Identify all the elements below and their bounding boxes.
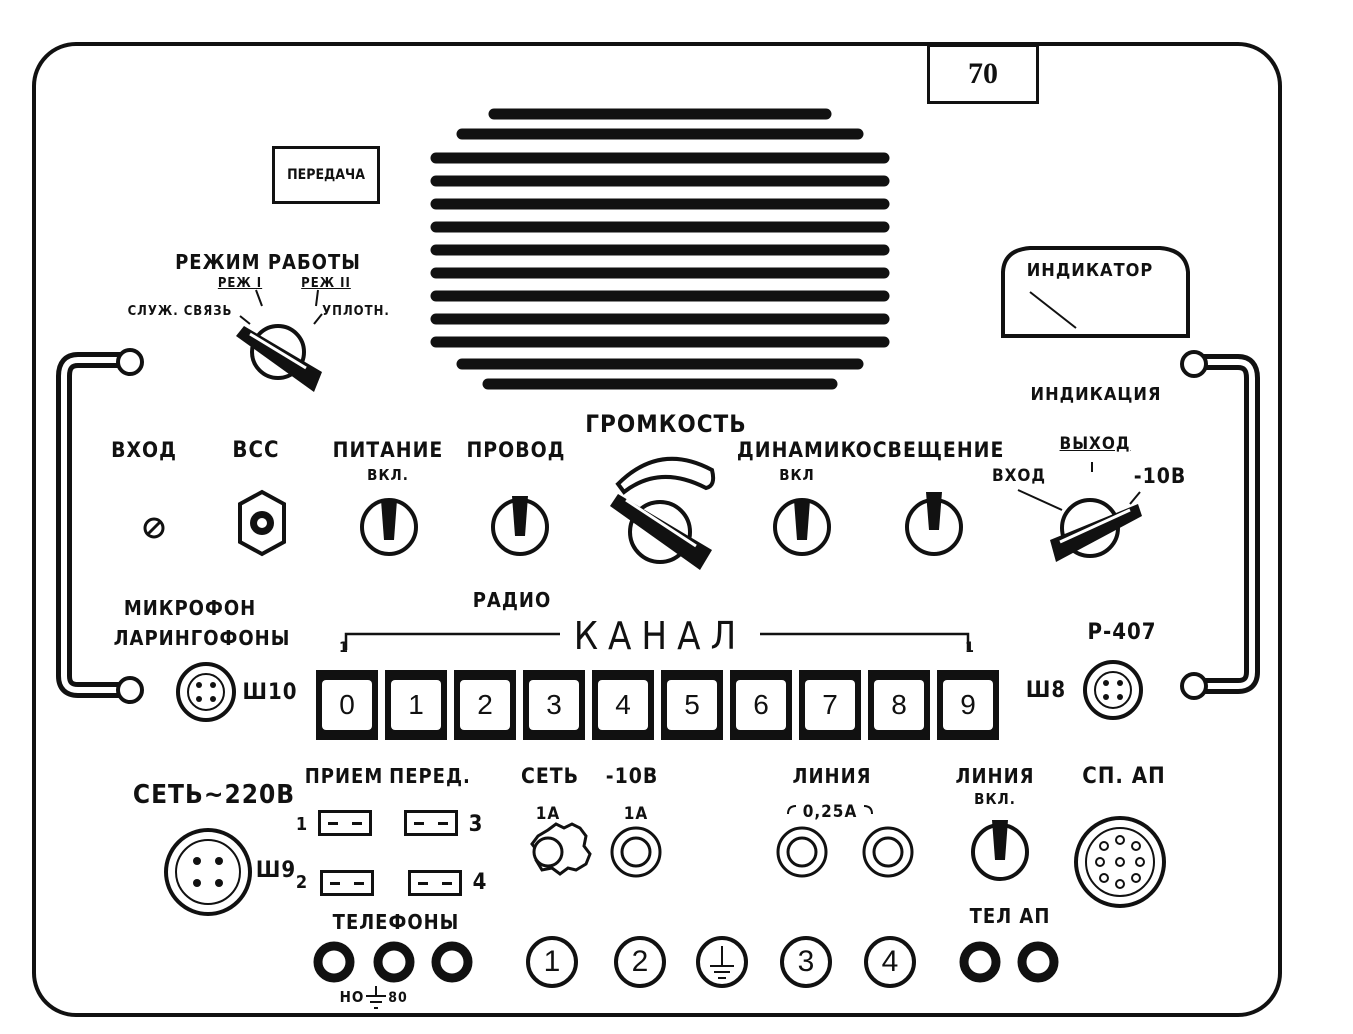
- telephones-label: ТЕЛЕФОНЫ: [332, 910, 460, 934]
- fuse-1[interactable]: [318, 810, 372, 836]
- page-number: 70: [927, 44, 1039, 104]
- input-label: ВХОД: [111, 438, 177, 462]
- transmit-indicator: ПЕРЕДАЧА: [272, 146, 380, 204]
- mains-label: СЕТЬ~220В: [132, 780, 296, 810]
- tel-ap-label: ТЕЛ АП: [969, 904, 1051, 928]
- transmit-short-label: ПЕРЕД.: [389, 764, 471, 788]
- receive-label: ПРИЕМ: [304, 764, 384, 788]
- channel-key-9[interactable]: 9: [937, 670, 999, 740]
- channel-key-0[interactable]: 0: [316, 670, 378, 740]
- connector-sp-ap: [1074, 816, 1166, 908]
- service-link-label: СЛУЖ. СВЯЗЬ: [127, 304, 233, 319]
- telephone-jacks: [313, 941, 1059, 983]
- indication-output-label: ВЫХОД: [1059, 434, 1131, 454]
- line-switch-on-label: ВКЛ.: [974, 790, 1016, 808]
- sh8-label: Ш8: [1025, 678, 1067, 703]
- connector-sh9: [164, 828, 252, 916]
- terminal-1-number: 1: [543, 945, 561, 978]
- fuse-3[interactable]: [404, 810, 458, 836]
- power-label: ПИТАНИЕ: [332, 438, 444, 462]
- v80-label: 80: [388, 990, 408, 1006]
- speaker-label: ДИНАМИК: [736, 438, 858, 462]
- fuse-holders: [530, 822, 914, 878]
- connector-sh8: [1083, 660, 1143, 720]
- speaker-grille: [430, 108, 890, 390]
- minus10v-label: -10В: [605, 764, 659, 788]
- volume-knob: [610, 456, 716, 570]
- connector-sh10: [176, 662, 236, 722]
- terminal-3-number: 3: [797, 945, 815, 978]
- fuse-2-label: 2: [295, 872, 309, 893]
- indication-minus10-label: -10В: [1133, 464, 1187, 488]
- terminal-2-number: 2: [631, 945, 649, 978]
- indication-knob: [1017, 462, 1142, 562]
- sh10-label: Ш10: [242, 680, 298, 705]
- channel-start-label: 1: [339, 640, 349, 656]
- mode-2-label: РЕЖ II: [301, 276, 351, 291]
- line-fuse-rating: 0,25А: [802, 802, 858, 822]
- fuse-2[interactable]: [320, 870, 374, 896]
- right-handle: [1188, 354, 1260, 694]
- front-panel: [32, 42, 1282, 1017]
- mode-title: РЕЖИМ РАБОТЫ: [175, 250, 361, 274]
- power-on-label: ВКЛ.: [367, 466, 409, 484]
- terminal-4-number: 4: [881, 945, 899, 978]
- minus10v-fuse-rating: 1А: [623, 804, 649, 824]
- net-label: СЕТЬ: [520, 764, 580, 788]
- indication-input-label: ВХОД: [991, 466, 1047, 486]
- mode-knob: [236, 289, 323, 392]
- line-switch-label: ЛИНИЯ: [955, 764, 1035, 788]
- sp-ap-label: СП. АП: [1082, 764, 1166, 789]
- channel-key-7[interactable]: 7: [799, 670, 861, 740]
- microphone-label: МИКРОФОН: [123, 596, 257, 620]
- channel-key-8[interactable]: 8: [868, 670, 930, 740]
- fuse-3-label: 3: [468, 812, 484, 837]
- fuse-1-label: 1: [295, 814, 309, 835]
- wire-label: ПРОВОД: [466, 438, 566, 462]
- channel-key-2[interactable]: 2: [454, 670, 516, 740]
- indicator-meter: [1001, 246, 1190, 338]
- ho-label: НО: [339, 988, 365, 1006]
- indicator-label: ИНДИКАТОР: [1026, 260, 1154, 281]
- radio-label: РАДИО: [472, 588, 552, 612]
- r407-label: Р-407: [1087, 620, 1157, 645]
- laryngophones-label: ЛАРИНГОФОНЫ: [113, 626, 291, 650]
- vss-label: ВСС: [232, 438, 280, 463]
- lighting-label: ОСВЕЩЕНИЕ: [855, 438, 1005, 462]
- channel-key-5[interactable]: 5: [661, 670, 723, 740]
- volume-label: ГРОМКОСТЬ: [585, 410, 747, 438]
- net-fuse-rating: 1А: [535, 804, 561, 824]
- mode-1-label: РЕЖ I: [217, 276, 263, 291]
- vss-socket: [238, 489, 286, 557]
- sh9-label: Ш9: [255, 858, 297, 883]
- fuse-4[interactable]: [408, 870, 462, 896]
- fuse-4-label: 4: [472, 870, 488, 895]
- speaker-on-label: ВКЛ: [779, 466, 815, 484]
- line-label: ЛИНИЯ: [792, 764, 872, 788]
- channel-key-1[interactable]: 1: [385, 670, 447, 740]
- channel-key-3[interactable]: 3: [523, 670, 585, 740]
- channel-end-label: 1: [965, 640, 975, 656]
- channel-key-4[interactable]: 4: [592, 670, 654, 740]
- indication-label: ИНДИКАЦИЯ: [1030, 384, 1162, 405]
- multiplex-label: УПЛОТН.: [322, 304, 390, 319]
- channel-title: КАНАЛ: [573, 614, 747, 658]
- channel-key-6[interactable]: 6: [730, 670, 792, 740]
